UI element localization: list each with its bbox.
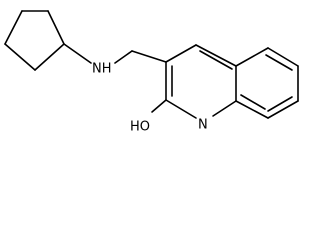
bond (47, 10, 65, 45)
bond (165, 44, 197, 63)
bond (114, 50, 133, 64)
molecule-diagram: NH HO N (4, 10, 299, 135)
bond (195, 44, 237, 67)
ring-nitrogen-label: N (198, 118, 208, 133)
benzo-ring (235, 47, 299, 119)
bond (63, 43, 92, 64)
bond (235, 47, 269, 67)
bond (235, 100, 269, 119)
bond (4, 43, 36, 71)
cyclopentyl-ring (4, 10, 65, 71)
amine-linker (63, 43, 167, 64)
bond (199, 50, 233, 70)
bond (267, 47, 299, 67)
structure-canvas: NH HO N (4, 10, 299, 135)
bond (265, 54, 293, 71)
pyridine-ring (165, 44, 237, 119)
amine-label: NH (92, 62, 112, 77)
bond (34, 43, 65, 71)
bond (4, 10, 23, 45)
bond (165, 99, 197, 119)
bond (131, 50, 167, 63)
bond (267, 100, 299, 119)
hydroxyl-bond (151, 99, 167, 113)
hydroxyl-label: HO (130, 120, 150, 135)
bond (212, 100, 237, 117)
bond (267, 96, 293, 112)
bond (240, 94, 266, 110)
